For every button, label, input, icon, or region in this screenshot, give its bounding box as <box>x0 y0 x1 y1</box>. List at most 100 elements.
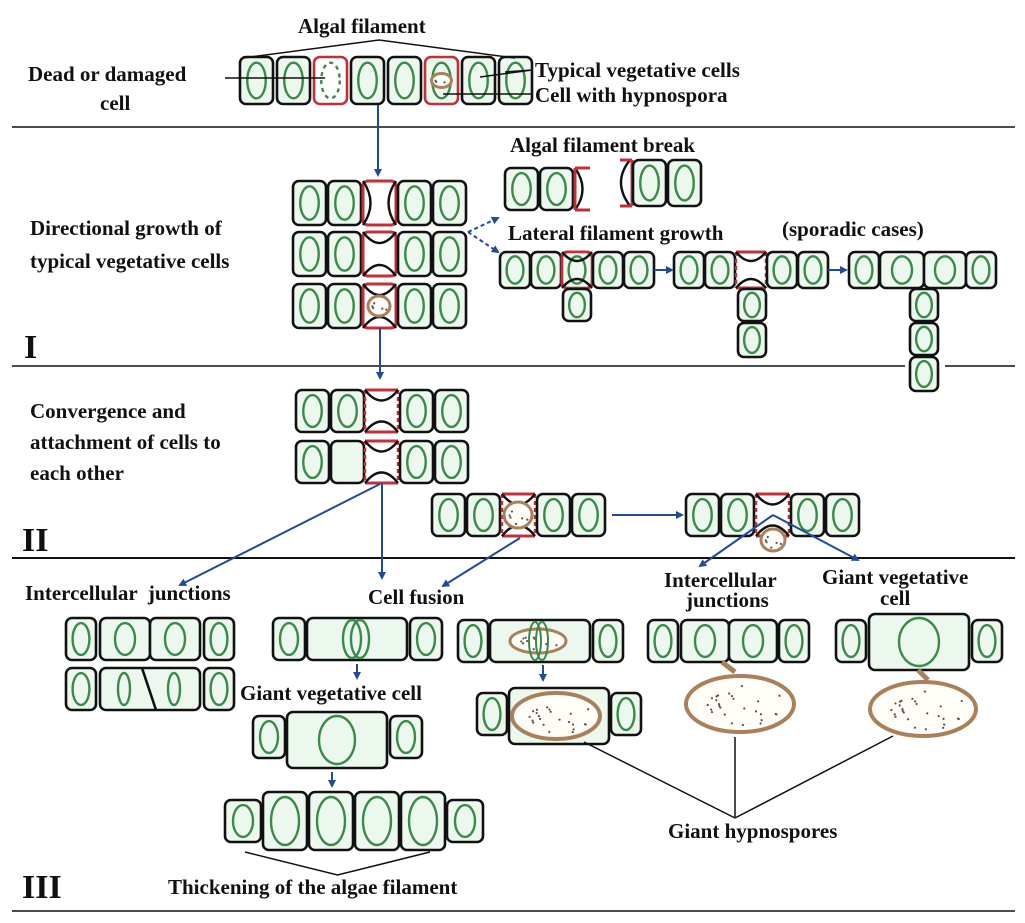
chloroplast-icon <box>535 621 549 661</box>
cell-wall <box>646 618 680 664</box>
spore-dot <box>381 307 384 310</box>
cell <box>631 158 668 208</box>
arrow-to-junctions <box>698 514 774 568</box>
giant-vegetative-label-2: cell <box>880 586 910 610</box>
chloroplast-icon <box>283 61 304 100</box>
cell-wall <box>329 388 366 434</box>
cell-wall <box>433 439 470 485</box>
cell <box>251 714 287 760</box>
spore-dot <box>385 308 388 311</box>
spore-dot <box>943 723 946 726</box>
red-wall <box>361 230 398 278</box>
chloroplast-icon <box>511 171 532 207</box>
spore-dot <box>759 713 762 716</box>
cell-wall <box>399 790 447 852</box>
chloroplast-icon <box>302 393 323 429</box>
cell <box>398 388 435 434</box>
spore-dot <box>942 726 945 729</box>
cell-wall <box>727 618 779 664</box>
cell-wall <box>326 282 363 330</box>
chloroplast-icon <box>163 621 187 657</box>
spore-dot <box>584 723 587 726</box>
chloroplast-icon <box>439 288 460 324</box>
spore-dot <box>571 730 574 734</box>
algal-filament-bracket <box>242 39 516 59</box>
hypnospore-leader <box>583 741 736 819</box>
vegetative-cell <box>349 55 386 106</box>
cell-wall <box>291 179 328 227</box>
chloroplast-icon <box>692 497 713 533</box>
cell-wall <box>834 618 868 664</box>
spore-dot <box>902 711 905 714</box>
cell <box>431 179 468 227</box>
spore-dot <box>558 718 561 721</box>
cell-wall <box>271 616 307 662</box>
cell <box>765 250 799 290</box>
cell-wall <box>294 439 331 485</box>
chloroplast-icon <box>231 803 255 839</box>
cell <box>445 798 485 844</box>
cell <box>719 492 756 538</box>
chloroplast-icon <box>341 618 363 660</box>
giant-vegetative-label-1: Giant vegetative <box>822 565 968 589</box>
chloroplast-icon <box>598 623 618 659</box>
cell-wall <box>497 55 534 106</box>
cell <box>666 158 703 208</box>
cell <box>964 250 998 290</box>
chloroplast-icon <box>441 393 462 429</box>
spore-dot <box>937 714 940 718</box>
giant-hypnospores-label: Giant hypnospores <box>668 819 837 843</box>
chloroplast-icon <box>977 623 997 659</box>
vegetative-cell <box>238 55 275 106</box>
chloroplast-icon <box>854 255 874 285</box>
arrow-to-giant-cell <box>772 514 860 561</box>
cell <box>834 618 868 664</box>
spore-dot <box>775 541 778 544</box>
spore-dot <box>509 516 512 519</box>
cell-wall <box>202 666 236 712</box>
chloroplast-icon <box>334 288 355 324</box>
chloroplast-icon <box>166 671 182 707</box>
cell <box>847 250 881 290</box>
chloroplast-icon <box>299 185 320 221</box>
cell <box>535 492 572 538</box>
cell-wall <box>433 388 470 434</box>
spore-dot <box>913 726 917 729</box>
cell <box>789 492 826 538</box>
cell <box>98 616 152 662</box>
chloroplast-icon <box>299 288 320 324</box>
cell <box>570 492 607 538</box>
cell <box>908 287 940 323</box>
cell-wall <box>396 230 433 278</box>
chloroplast-icon <box>334 236 355 272</box>
cell <box>646 618 680 664</box>
spore-dot <box>957 717 960 721</box>
dead-cell-label-1: Dead or damaged <box>28 62 187 86</box>
lateral-growth-label: Lateral filament growth <box>508 221 724 245</box>
cell <box>475 691 509 737</box>
section-dividers <box>12 126 1015 912</box>
cell-wall <box>98 616 152 662</box>
chloroplast-icon <box>337 393 358 429</box>
cell-wall <box>386 55 423 106</box>
stage2-roman: II <box>22 522 48 559</box>
damaged-cell-marker <box>361 179 398 227</box>
chloroplast-icon <box>505 61 526 100</box>
cell-wall <box>789 492 826 538</box>
chloroplast-icon <box>453 803 477 839</box>
damaged-cell-marker <box>363 439 400 485</box>
hypnospore-wall <box>366 294 392 318</box>
chloroplast-icon <box>278 621 300 657</box>
spore-dot <box>535 711 538 715</box>
cell-wall <box>388 714 424 760</box>
chloroplast-icon <box>536 255 556 285</box>
cell <box>736 321 768 359</box>
chloroplast-icon <box>841 623 861 659</box>
cell <box>922 250 968 290</box>
chloroplast-icon <box>71 671 91 707</box>
spore-dot <box>766 535 769 539</box>
spore-dot <box>901 707 904 711</box>
hypnospore-wall <box>868 680 978 738</box>
